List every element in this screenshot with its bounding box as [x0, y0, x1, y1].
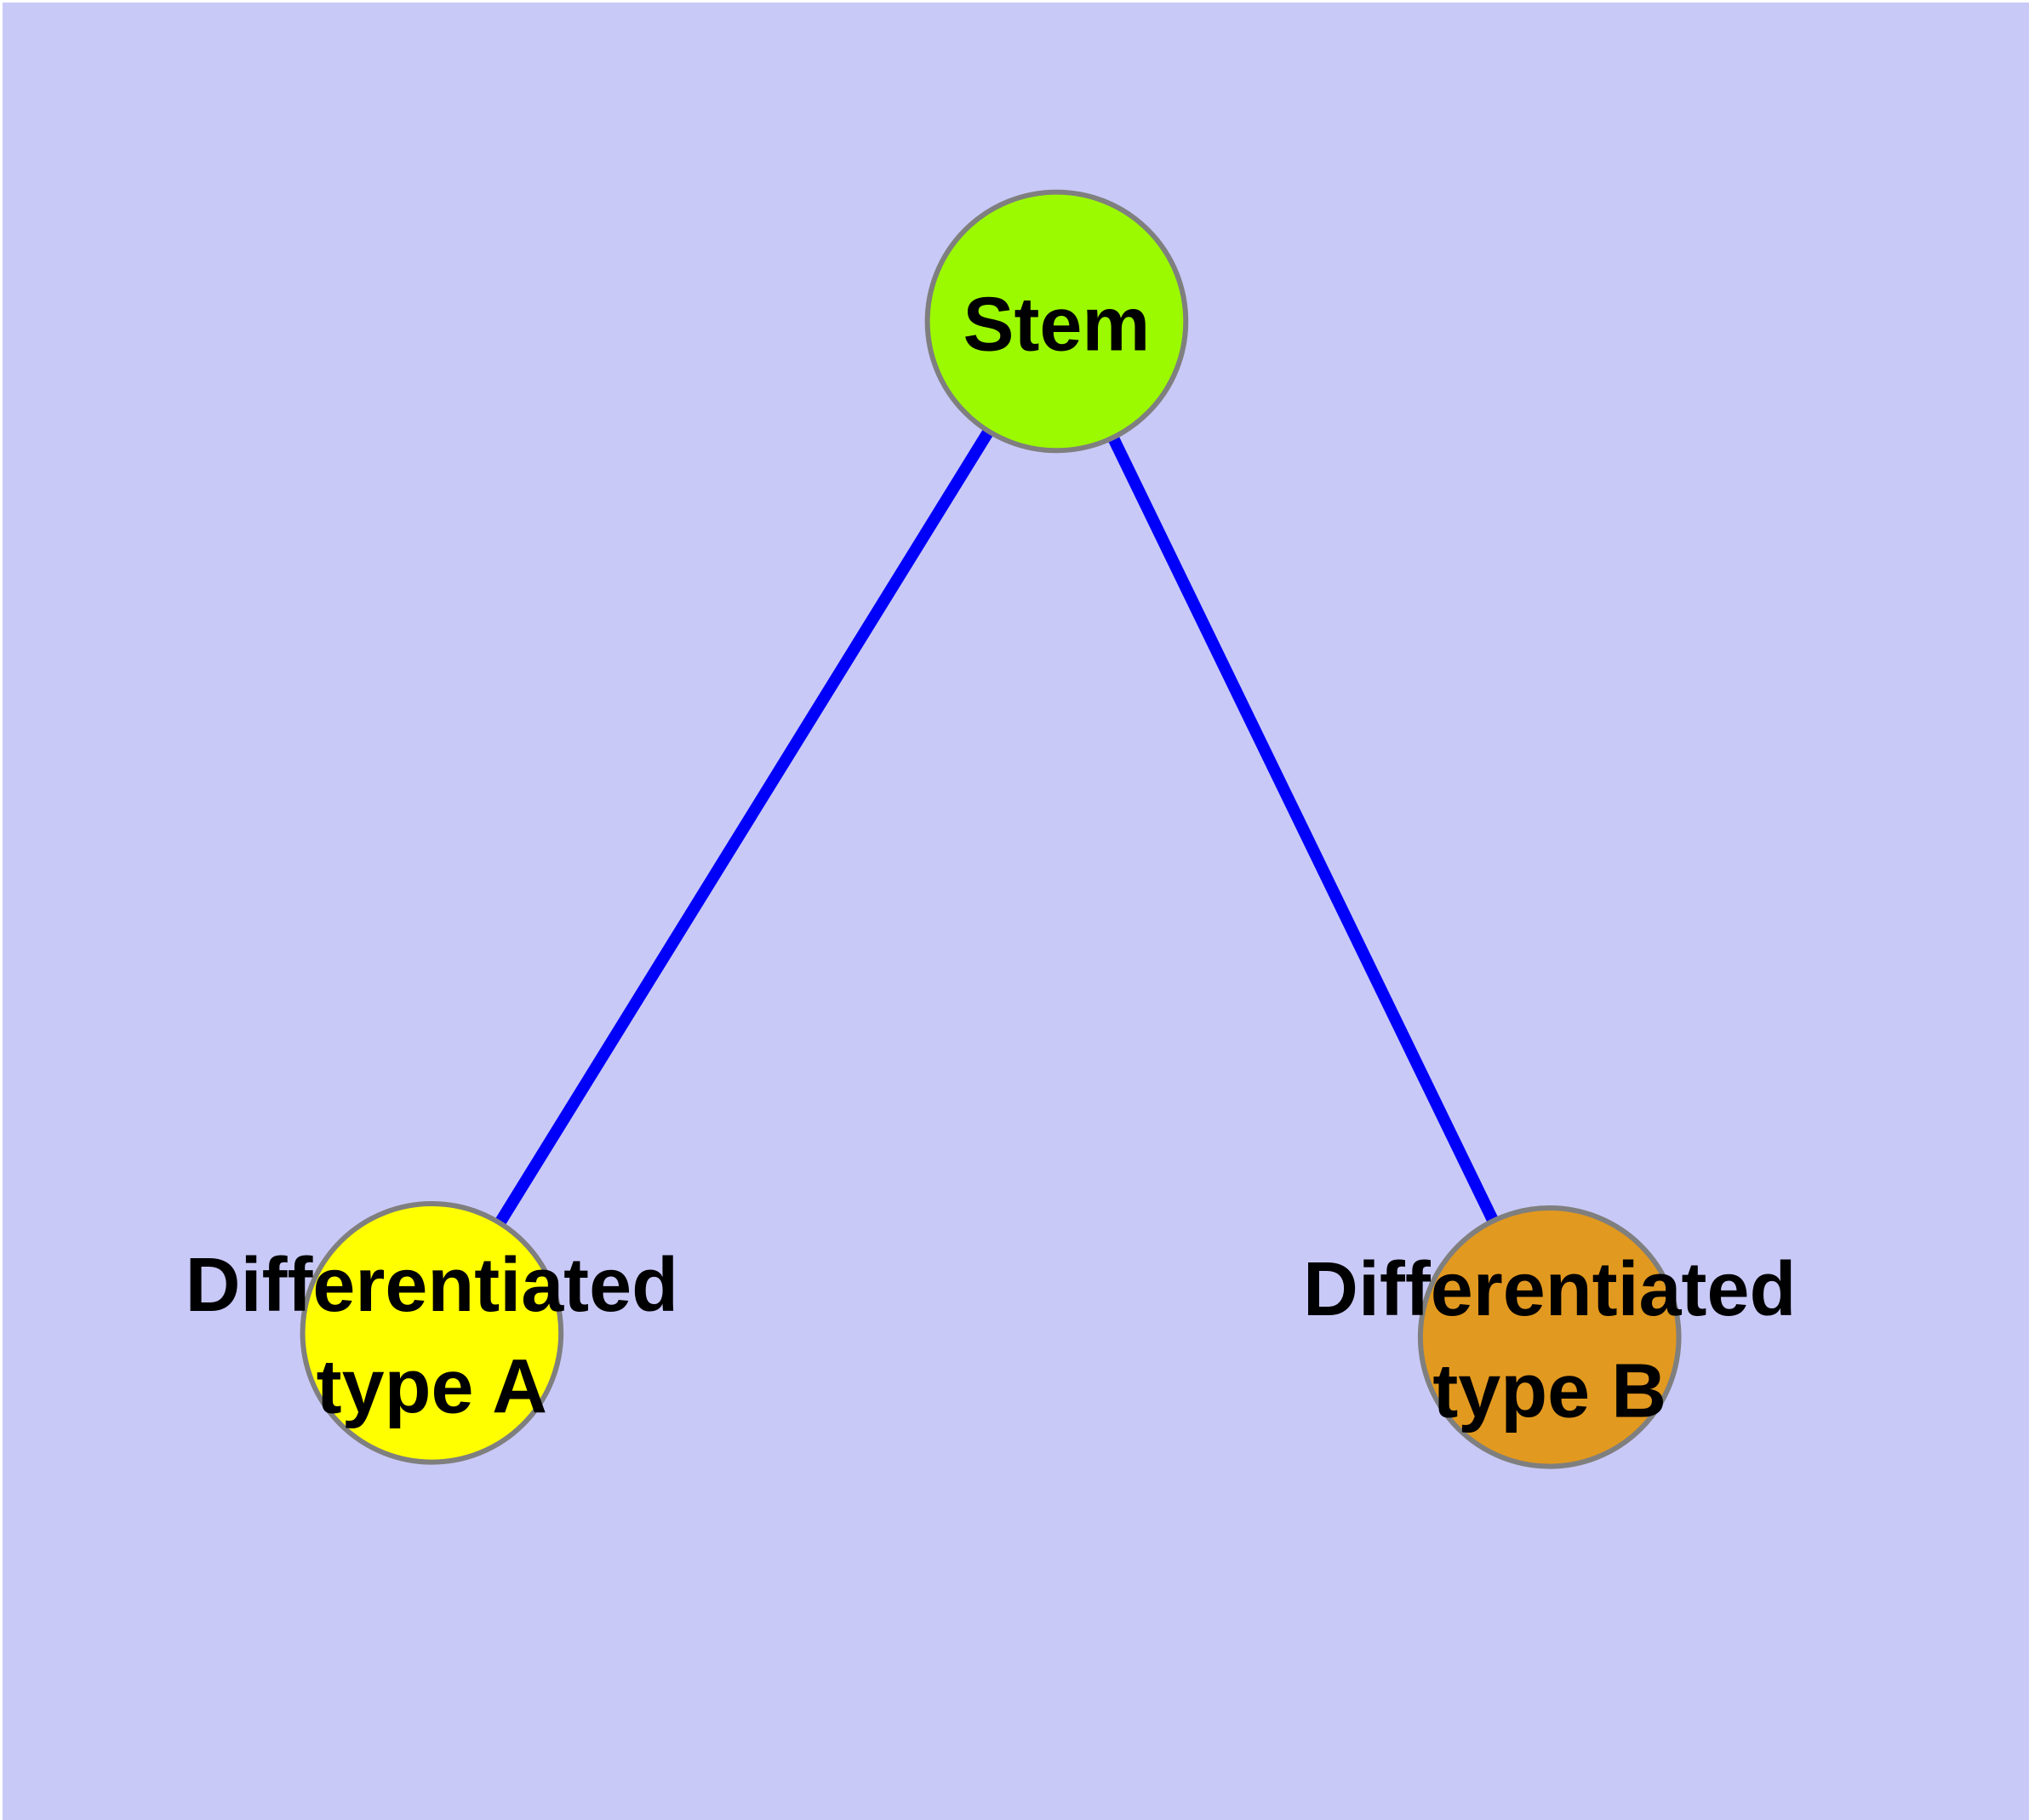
- node-diff-b-circle: [1417, 1205, 1682, 1469]
- node-diff-a-label: Differentiated type A: [186, 1243, 678, 1430]
- node-diff-a-circle: [300, 1201, 564, 1465]
- edge-stem-diff-a: [426, 318, 1062, 1336]
- edge-stem-diff-b: [1051, 318, 1555, 1340]
- node-diff-a-label-line-2: type A: [317, 1345, 547, 1430]
- node-stem-label-line-1: Stem: [963, 282, 1151, 367]
- node-diff-a-label-line-1: Differentiated: [186, 1243, 678, 1328]
- node-stem-circle: [924, 189, 1189, 454]
- node-diff-b-label-line-2: type B: [1432, 1349, 1666, 1434]
- node-stem-label: Stem: [963, 282, 1151, 367]
- node-diff-b-label-line-1: Differentiated: [1303, 1247, 1796, 1332]
- node-diff-b-label: Differentiated type B: [1303, 1247, 1796, 1434]
